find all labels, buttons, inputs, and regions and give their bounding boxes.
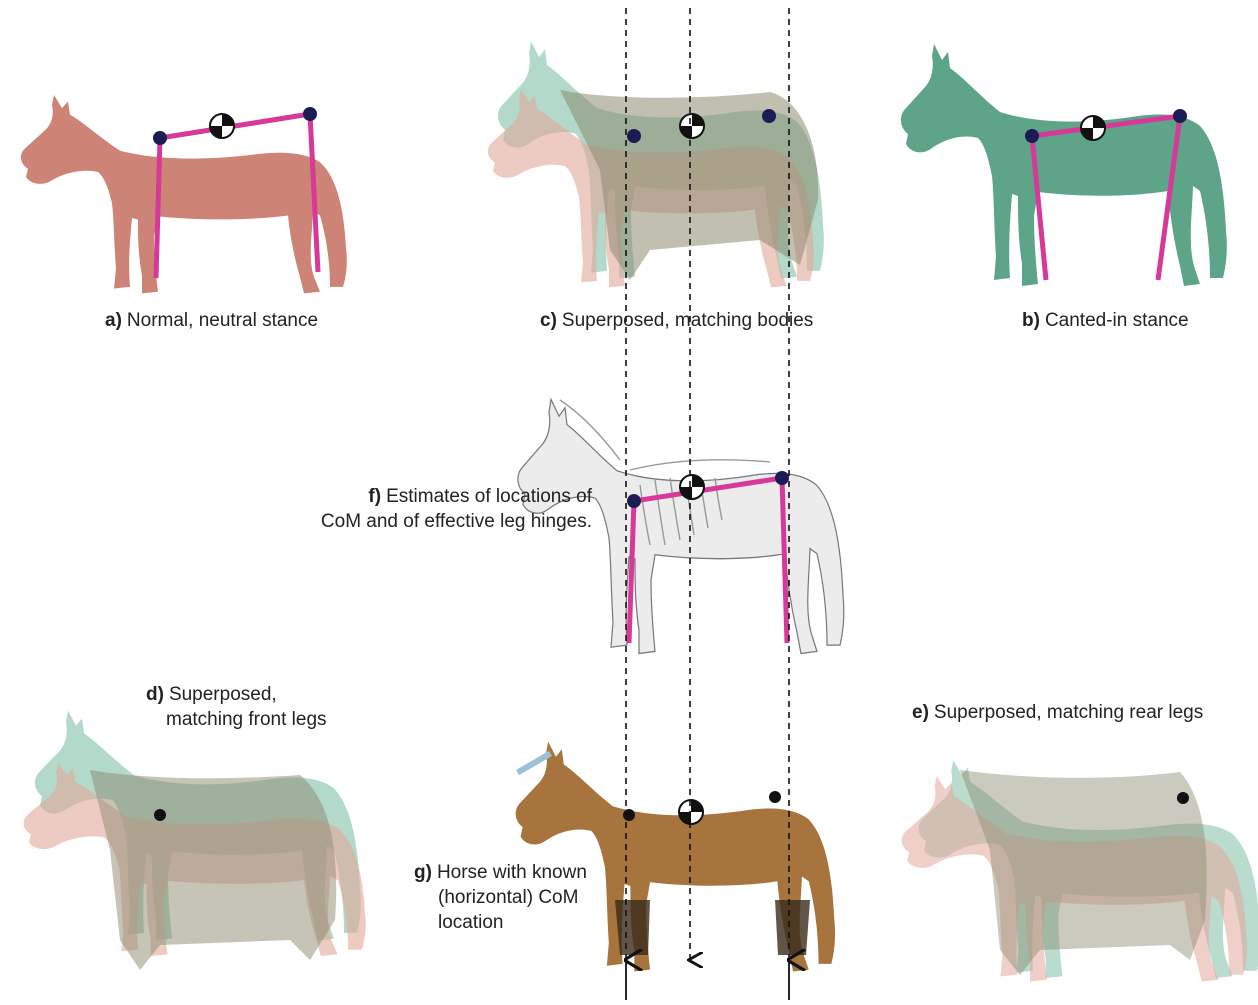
caption-c-letter: c) — [540, 310, 557, 331]
caption-d-line2: matching front legs — [146, 707, 327, 732]
caption-f-line1: f)Estimates of locations of — [270, 484, 592, 509]
caption-d-line1: Superposed, — [169, 684, 277, 705]
overlap-body-e — [960, 770, 1207, 975]
overlap-body-d — [90, 770, 336, 970]
dark-lower-legs-g — [615, 900, 810, 955]
hinge-dot-front-b — [1025, 129, 1039, 143]
caption-f-letter: f) — [368, 486, 381, 507]
caption-a: a)Normal, neutral stance — [105, 308, 318, 333]
caption-g-letter: g) — [414, 862, 432, 883]
hinge-dot-front-f — [627, 494, 641, 508]
hinge-dot-rear-b — [1173, 109, 1187, 123]
caption-g-line2: (horizontal) CoM — [414, 885, 587, 910]
panel-c-horses — [488, 41, 824, 287]
com-symbol-b — [1081, 116, 1105, 140]
caption-g: g)Horse with known (horizontal) CoM loca… — [414, 860, 587, 935]
caption-a-text: Normal, neutral stance — [127, 310, 318, 331]
hinge-dot-d — [154, 809, 166, 821]
green-horse-b — [901, 44, 1227, 286]
hinge-dot-rear-g — [769, 791, 781, 803]
caption-c-text: Superposed, matching bodies — [562, 310, 813, 331]
com-symbol-g — [679, 800, 703, 824]
com-symbol-a — [210, 114, 234, 138]
hinge-dot-front-c — [627, 129, 641, 143]
caption-g-line3: location — [414, 910, 587, 935]
com-symbol-c — [680, 114, 704, 138]
caption-b: b)Canted-in stance — [1022, 308, 1189, 333]
com-symbol-f — [680, 475, 704, 499]
panel-g-horse — [516, 742, 835, 972]
panel-b-horse — [901, 44, 1227, 286]
caption-e: e)Superposed, matching rear legs — [912, 700, 1203, 725]
caption-c: c)Superposed, matching bodies — [540, 308, 813, 333]
caption-e-letter: e) — [912, 702, 929, 723]
caption-b-letter: b) — [1022, 310, 1040, 331]
caption-g-line1: Horse with known — [437, 862, 587, 883]
caption-b-text: Canted-in stance — [1045, 310, 1189, 331]
hinge-dot-e — [1177, 792, 1189, 804]
ground-reaction-arrows — [626, 960, 789, 1000]
caption-e-text: Superposed, matching rear legs — [934, 702, 1203, 723]
caption-d: d)Superposed, matching front legs — [146, 682, 327, 732]
hinge-dot-front-a — [153, 131, 167, 145]
hinge-dot-rear-f — [775, 471, 789, 485]
hinge-dot-rear-a — [303, 107, 317, 121]
panel-d-horses — [24, 711, 366, 970]
hinge-dot-front-g — [623, 809, 635, 821]
hinge-dot-rear-c — [762, 109, 776, 123]
panel-a-horse — [21, 95, 347, 293]
caption-a-letter: a) — [105, 310, 122, 331]
caption-f-line2: CoM and of effective leg hinges. — [270, 509, 592, 534]
caption-f: f)Estimates of locations of CoM and of e… — [270, 484, 592, 534]
panel-e-horses — [902, 760, 1258, 981]
caption-d-letter: d) — [146, 684, 164, 705]
red-horse-a — [21, 95, 347, 293]
